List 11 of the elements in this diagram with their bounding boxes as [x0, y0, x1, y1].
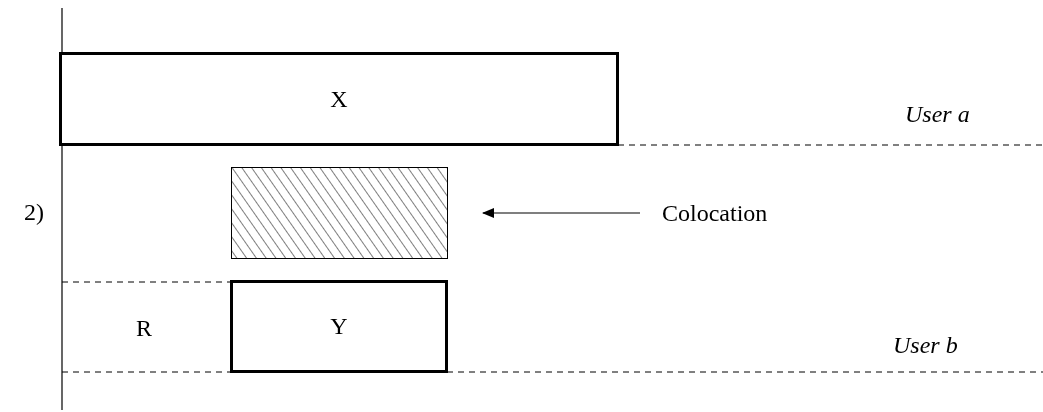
- callout-text: Colocation: [662, 199, 768, 227]
- block-label: X: [330, 85, 348, 113]
- row-label: User a: [905, 102, 970, 126]
- row-label: User b: [893, 333, 958, 357]
- panel-number: 2): [24, 200, 44, 224]
- interval-label: R: [136, 316, 152, 340]
- block-box: [59, 52, 619, 146]
- block-label: Y: [330, 313, 348, 340]
- arrow: [482, 208, 641, 218]
- hatched-block: [231, 167, 448, 259]
- block-box: [230, 280, 448, 373]
